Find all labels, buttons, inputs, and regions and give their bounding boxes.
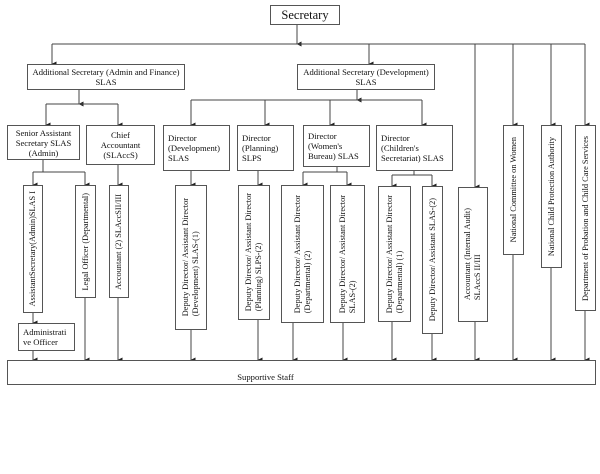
additional-secretary-development-label: Additional Secretary (Development) SLAS: [303, 67, 429, 87]
deputy-director-development-label: Deputy Director/ Assistant Director (Dev…: [181, 198, 200, 317]
director-planning-box: Director (Planning) SLPS: [237, 125, 294, 171]
senior-assistant-secretary-label: Senior Assistant Secretary SLAS (Admin): [15, 127, 72, 158]
deputy-director-womens-departmental-label: Deputy Director/ Assistant Director (Dep…: [292, 194, 312, 314]
legal-officer-box: Legal Officer (Departmental): [75, 185, 96, 298]
accountant-internal-audit-label: Accountant (Internal Audit) SLAccS II/II…: [463, 208, 482, 301]
director-womens-bureau-label: Director (Women's Bureau) SLAS: [308, 131, 359, 161]
department-probation-child-care-box: Department of Probation and Child Care S…: [575, 125, 596, 311]
deputy-director-children-departmental-box: Deputy Director/ Assistant Director (Dep…: [378, 186, 411, 322]
director-childrens-secretariat-label: Director (Children's Secretariat) SLAS: [381, 133, 444, 163]
additional-secretary-admin-finance-label: Additional Secretary (Admin and Finance)…: [32, 67, 180, 87]
department-probation-child-care-label: Department of Probation and Child Care S…: [580, 135, 590, 301]
national-child-protection-authority-label: National Child Protection Authority: [546, 136, 556, 257]
accountant-internal-audit-box: Accountant (Internal Audit) SLAccS II/II…: [458, 187, 488, 322]
administrative-officer-label: Administrati ve Officer: [23, 327, 67, 347]
national-child-protection-authority-box: National Child Protection Authority: [541, 125, 562, 268]
administrative-officer-box: Administrati ve Officer: [18, 323, 75, 351]
national-committee-women-label: National Committee on Women: [508, 137, 518, 243]
deputy-director-womens-slas-box: Deputy Director/ Assistant Director SLAS…: [330, 185, 365, 323]
deputy-director-planning-label: Deputy Director/ Assistant Director (Pla…: [244, 193, 263, 312]
supportive-staff-box: Supportive Staff: [7, 360, 596, 385]
director-planning-label: Director (Planning) SLPS: [242, 133, 279, 163]
national-committee-women-box: National Committee on Women: [503, 125, 524, 255]
accountant-2-box: Accountant (2) SLAccSII/III: [109, 185, 129, 298]
deputy-director-development-box: Deputy Director/ Assistant Director (Dev…: [175, 185, 207, 330]
assistant-secretary-admin-box: AssistantSecretary(Admin)SLAS I: [23, 185, 43, 313]
deputy-director-children-slas-label: Deputy Director/ Assistant SLAS-(2): [427, 198, 437, 322]
chief-accountant-label: Chief Accountant (SLAccS): [100, 130, 141, 160]
director-childrens-secretariat-box: Director (Children's Secretariat) SLAS: [376, 125, 453, 171]
deputy-director-womens-slas-label: Deputy Director/ Assistant Director SLAS…: [337, 194, 357, 314]
additional-secretary-development-box: Additional Secretary (Development) SLAS: [297, 64, 435, 90]
secretary-box: Secretary: [270, 5, 340, 25]
director-development-label: Director (Development) SLAS: [168, 133, 221, 163]
director-womens-bureau-box: Director (Women's Bureau) SLAS: [303, 125, 370, 167]
additional-secretary-admin-finance-box: Additional Secretary (Admin and Finance)…: [27, 64, 185, 90]
senior-assistant-secretary-box: Senior Assistant Secretary SLAS (Admin): [7, 125, 80, 160]
deputy-director-children-slas-box: Deputy Director/ Assistant SLAS-(2): [422, 186, 443, 334]
deputy-director-children-departmental-label: Deputy Director/ Assistant Director (Dep…: [384, 194, 404, 314]
assistant-secretary-admin-label: AssistantSecretary(Admin)SLAS I: [28, 191, 37, 307]
secretary-label: Secretary: [281, 8, 329, 22]
supportive-staff-label: Supportive Staff: [237, 371, 294, 382]
deputy-director-womens-departmental-box: Deputy Director/ Assistant Director (Dep…: [281, 185, 324, 323]
director-development-box: Director (Development) SLAS: [163, 125, 230, 171]
legal-officer-label: Legal Officer (Departmental): [80, 192, 90, 291]
accountant-2-label: Accountant (2) SLAccSII/III: [114, 193, 123, 290]
chief-accountant-box: Chief Accountant (SLAccS): [86, 125, 155, 165]
deputy-director-planning-box: Deputy Director/ Assistant Director (Pla…: [238, 185, 270, 320]
